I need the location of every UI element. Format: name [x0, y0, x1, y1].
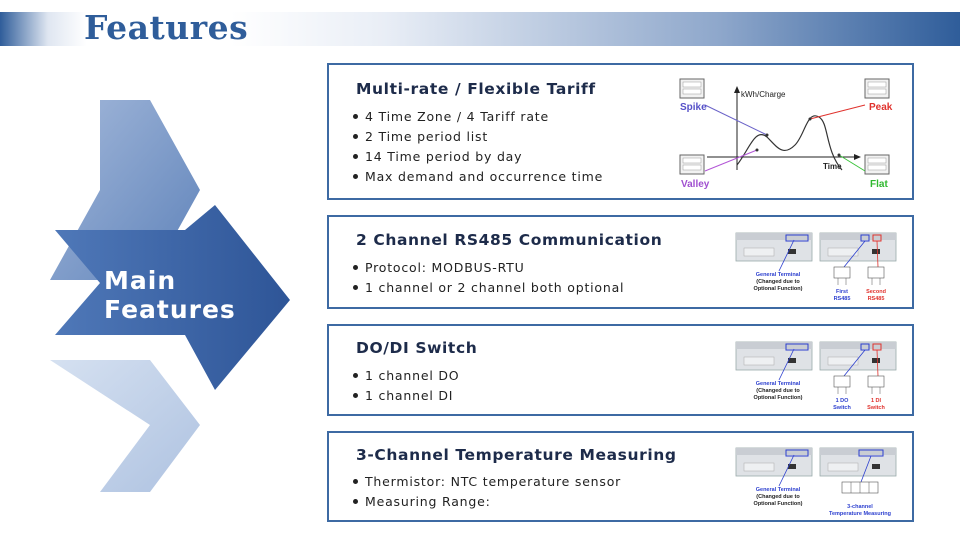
bullet-list: Thermistor: NTC temperature sensor Measu…: [353, 472, 621, 512]
meter-icon: [864, 154, 890, 175]
svg-text:Temperature Measuring: Temperature Measuring: [829, 511, 891, 517]
list-item: 1 channel DI: [353, 386, 459, 406]
card-title: 2 Channel RS485 Communication: [356, 231, 663, 249]
meter-icon: [679, 154, 705, 175]
svg-text:Switch: Switch: [867, 405, 885, 411]
svg-text:3-channel: 3-channel: [847, 504, 873, 510]
card-title: 3-Channel Temperature Measuring: [356, 446, 677, 464]
card-temperature: 3-Channel Temperature Measuring Thermist…: [327, 431, 914, 522]
list-item: Protocol: MODBUS-RTU: [353, 258, 624, 278]
svg-text:(Changed due to: (Changed due to: [756, 494, 800, 500]
general-terminal-label: General Terminal: [756, 272, 801, 278]
svg-text:Optional Function): Optional Function): [754, 286, 803, 292]
arrow-middle: [55, 205, 290, 390]
list-item: Max demand and occurrence time: [353, 167, 603, 187]
spike-label: Spike: [680, 102, 707, 113]
meter-device-icon: [735, 447, 813, 477]
temperature-figure: General Terminal (Changed due to Optiona…: [735, 447, 897, 517]
general-terminal-label: General Terminal: [756, 487, 801, 493]
valley-label: Valley: [681, 179, 710, 190]
meter-device-icon: [735, 232, 813, 262]
bullet-list: 4 Time Zone / 4 Tariff rate 2 Time perio…: [353, 107, 603, 187]
flat-label: Flat: [870, 179, 888, 190]
bullet-list: Protocol: MODBUS-RTU 1 channel or 2 chan…: [353, 258, 624, 298]
svg-text:1 DO: 1 DO: [836, 398, 850, 404]
peak-label: Peak: [869, 102, 893, 113]
svg-text:RS485: RS485: [868, 296, 885, 302]
title-banner: [0, 12, 960, 46]
card-rs485: 2 Channel RS485 Communication Protocol: …: [327, 215, 914, 309]
meter-device-icon: [735, 341, 813, 371]
meter-icon: [864, 78, 890, 99]
tariff-figure: kWh/Charge Time Spike Peak Valley Flat: [679, 78, 893, 190]
svg-text:Optional Function): Optional Function): [754, 501, 803, 507]
bullet-list: 1 channel DO 1 channel DI: [353, 366, 459, 406]
meter-device-icon: [819, 447, 897, 477]
list-item: 1 channel DO: [353, 366, 459, 386]
axis-y-label: kWh/Charge: [741, 90, 786, 99]
axis-x-label: Time: [823, 162, 842, 171]
list-item: Thermistor: NTC temperature sensor: [353, 472, 621, 492]
svg-text:Optional Function): Optional Function): [754, 395, 803, 401]
card-title: Multi-rate / Flexible Tariff: [356, 80, 596, 98]
arrow-bottom: [50, 360, 200, 492]
card-do-di: DO/DI Switch 1 channel DO 1 channel DI: [327, 324, 914, 416]
svg-text:Second: Second: [866, 289, 886, 295]
arrow-graphic: [50, 100, 290, 492]
meter-device-icon: [819, 232, 897, 262]
svg-text:1 DI: 1 DI: [871, 398, 882, 404]
svg-text:(Changed due to: (Changed due to: [756, 388, 800, 394]
list-item: 1 channel or 2 channel both optional: [353, 278, 624, 298]
do-di-figure: General Terminal (Changed due to Optiona…: [735, 341, 897, 411]
svg-text:Switch: Switch: [833, 405, 851, 411]
list-item: Measuring Range:: [353, 492, 621, 512]
card-tariff: Multi-rate / Flexible Tariff 4 Time Zone…: [327, 63, 914, 200]
svg-text:(Changed due to: (Changed due to: [756, 279, 800, 285]
list-item: 14 Time period by day: [353, 147, 603, 167]
main-features-label: Main Features: [104, 266, 236, 324]
rs485-figure: General Terminal (Changed due to Optiona…: [735, 232, 897, 302]
svg-text:RS485: RS485: [834, 296, 851, 302]
general-terminal-label: General Terminal: [756, 381, 801, 387]
meter-icon: [679, 78, 705, 99]
list-item: 2 Time period list: [353, 127, 603, 147]
meter-device-icon: [819, 341, 897, 371]
page-title: Features: [84, 8, 249, 47]
list-item: 4 Time Zone / 4 Tariff rate: [353, 107, 603, 127]
card-title: DO/DI Switch: [356, 339, 478, 357]
svg-text:First: First: [836, 289, 848, 295]
